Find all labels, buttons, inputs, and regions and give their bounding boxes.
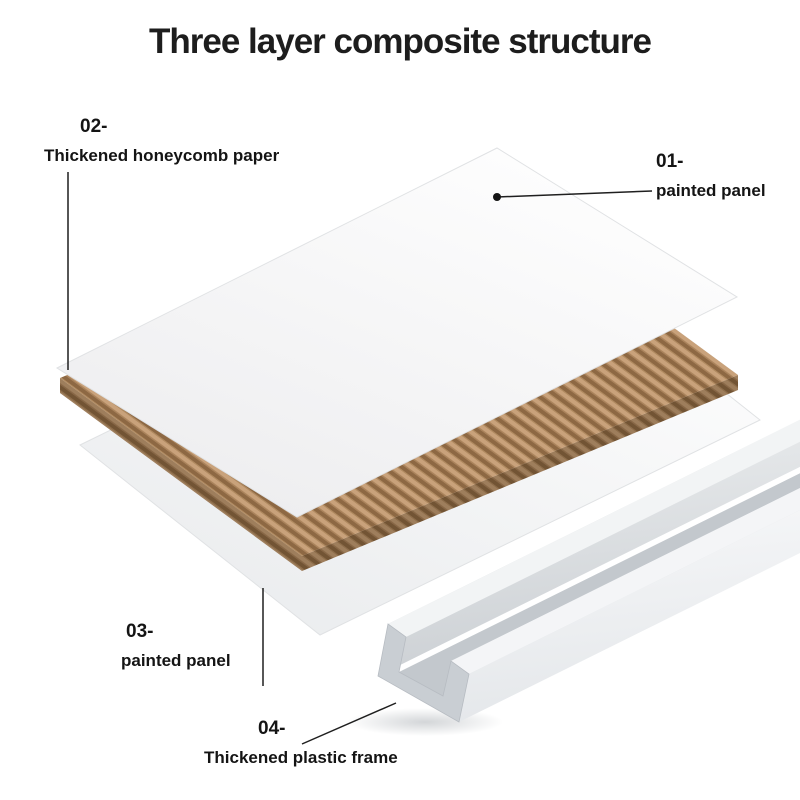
callout-04: 04- Thickened plastic frame: [204, 718, 398, 768]
honeycomb-edge-right: [302, 375, 738, 571]
top-painted-panel: [55, 147, 739, 518]
page-title: Three layer composite structure: [149, 22, 652, 61]
callout-02: 02- Thickened honeycomb paper: [44, 116, 280, 166]
frame-near-wall-outer-face: [459, 509, 800, 722]
callout-01-number: 01-: [656, 151, 684, 172]
callout-01-label: painted panel: [656, 180, 766, 200]
honeycomb-edge-left-shade: [60, 378, 302, 571]
frame-near-wall-top-edge: [451, 488, 800, 674]
callout-04-label: Thickened plastic frame: [204, 747, 398, 767]
callout-line-01: [496, 190, 653, 198]
frame-end-cut-face: [377, 623, 470, 723]
honeycomb-edge-right-shade: [302, 375, 738, 571]
frame-far-wall-top-edge: [388, 419, 800, 637]
callout-03-number: 03-: [126, 621, 154, 642]
callout-03-label: painted panel: [121, 650, 231, 670]
callout-04-number: 04-: [258, 718, 286, 739]
honeycomb-edge-left: [60, 378, 302, 571]
callout-line-04: [301, 702, 397, 745]
callout-02-label: Thickened honeycomb paper: [44, 145, 280, 165]
callout-02-number: 02-: [80, 116, 108, 137]
callout-03: 03- painted panel: [121, 621, 231, 671]
callout-dot-01: [493, 193, 501, 201]
callout-01: 01- painted panel: [656, 151, 766, 201]
